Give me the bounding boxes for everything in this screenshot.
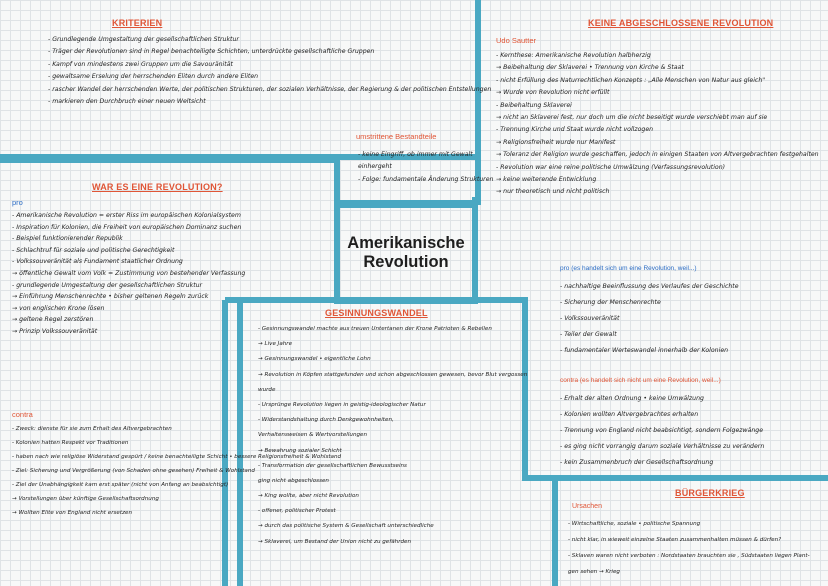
- war-contra-heading: contra: [12, 410, 33, 419]
- list-item: → Revolution in Köpfen stattgefunden und…: [258, 371, 528, 378]
- list-item: → Wollten Elite von England nicht ersetz…: [12, 510, 132, 516]
- list-item: - Trennung von England nicht beabsichtig…: [560, 427, 764, 434]
- list-item: - Beibehaltung Sklaverei: [496, 101, 572, 109]
- list-item: - Revolution war eine reine politische U…: [496, 163, 726, 171]
- list-item: → King wollte, aber nicht Revolution: [258, 493, 359, 500]
- list-item: → durch das politische System & Gesellsc…: [258, 523, 434, 530]
- list-item: gen sehen → Krieg: [568, 569, 620, 575]
- list-item: → Gesinnungswandel • eigentliche Lohn: [258, 356, 371, 363]
- list-item: → von englischen Krone lösen: [12, 304, 105, 312]
- list-item: - offener, politischer Protest: [258, 508, 336, 515]
- list-item: - nicht Erfüllung des Naturrechtlichen K…: [496, 76, 766, 84]
- list-item: - gewaltsame Erselung der herrschenden E…: [48, 73, 259, 81]
- list-item: - haben nach wie religiöse Widerstand ge…: [12, 454, 342, 460]
- keine-pro-list: - nachhaltige Beeinflussung des Verlaufe…: [560, 279, 739, 359]
- list-item: → nicht an Sklaverei fest, nur doch um d…: [496, 113, 768, 121]
- list-item: - Kolonien wollten Altvergebrachtes erha…: [560, 411, 699, 418]
- list-item: - Ziel: Sicherung und Vergrößerung (von …: [12, 468, 255, 474]
- list-item: - grundlegende Umgestaltung der gesellsc…: [12, 281, 203, 289]
- list-item: → Prinzip Volkssouveränität: [12, 327, 98, 335]
- list-item: → Sklaverei, um Bestand der Union nicht …: [258, 538, 412, 545]
- war-pro-list: - Amerikanische Revolution = erster Riss…: [12, 210, 245, 338]
- center-title-line2: Revolution: [363, 252, 449, 271]
- list-item: - Ziel der Unabhängigkeit kam erst späte…: [12, 482, 229, 488]
- gesinnung-list: - Gesinnungswandel machte aus treuen Unt…: [258, 322, 527, 550]
- list-item: - Beispiel funktionierender Republik: [12, 235, 123, 243]
- list-item: - nicht klar, in wieweit einzelne Staate…: [568, 537, 782, 543]
- list-item: - Sicherung der Menschenrechte: [560, 299, 661, 306]
- list-item: - Volkssouveränität als Fundament staatl…: [12, 258, 183, 266]
- list-item: → Beibehaltung der Sklaverei • Trennung …: [496, 64, 684, 72]
- list-item: Verhaltensweisen & Wertvorstellungen: [258, 432, 368, 439]
- keine-contra-list: - Erhalt der alten Ordnung • keine Umwäl…: [560, 391, 764, 471]
- list-item: - kein Zusammenbruch der Gesellschaftsor…: [560, 459, 714, 466]
- list-item: ging nicht abgeschlossen: [258, 477, 329, 484]
- list-item: - Schlachtruf für soziale und politische…: [12, 246, 175, 254]
- list-item: - es ging nicht vorrangig darum soziale …: [560, 443, 765, 450]
- list-item: - Erhalt der alten Ordnung • keine Umwäl…: [560, 395, 704, 402]
- buerger-heading: BÜRGERKRIEG: [675, 488, 745, 498]
- keine-pro-heading: pro (es handelt sich um eine Revolution,…: [560, 265, 697, 272]
- list-item: - Widerstandshaltung durch Denkgewohnhei…: [258, 417, 394, 424]
- list-item: - Teiler der Gewalt: [560, 331, 617, 338]
- list-item: - Kampf von mindestens zwei Gruppen um d…: [48, 60, 233, 68]
- list-item: → Einführung Menschenrechte • bisher gel…: [12, 293, 209, 301]
- keine-list: - Kernthese: Amerikanische Revolution ha…: [496, 50, 819, 199]
- list-item: - nachhaltige Beeinflussung des Verlaufe…: [560, 283, 739, 290]
- list-item: → Toleranz der Religion wurde geschaffen…: [496, 151, 819, 159]
- gesinnung-heading: GESINNUNGSWANDEL: [325, 308, 428, 318]
- kriterien-heading: KRITERIEN: [112, 18, 163, 28]
- list-item: - keine Eingriff, ob immer mit Gewalt: [358, 151, 473, 158]
- list-item: - Volkssouveränität: [560, 315, 620, 322]
- list-item: - Amerikanische Revolution = erster Riss…: [12, 212, 241, 219]
- kriterien-list: - Grundlegende Umgestaltung der gesellsc…: [48, 34, 491, 108]
- list-item: - Träger der Revolutionen sind in Regel …: [48, 48, 375, 56]
- list-item: - markieren den Durchbruch einer neuen W…: [48, 97, 206, 105]
- war-pro-heading: pro: [12, 198, 23, 207]
- list-item: - Kernthese: Amerikanische Revolution ha…: [496, 52, 651, 59]
- center-title: Amerikanische Revolution: [337, 205, 475, 300]
- list-item: → Live Jahre: [258, 341, 293, 348]
- list-item: → öffentliche Gewalt vom Volk = Zustimmu…: [12, 269, 246, 277]
- list-item: - Wirtschaftliche, soziale • politische …: [568, 521, 701, 527]
- keine-heading: KEINE ABGESCHLOSSENE REVOLUTION: [588, 18, 774, 28]
- list-item: - Folge: fundamentale Änderung Strukture…: [358, 175, 494, 183]
- list-item: - Gesinnungswandel machte aus treuen Unt…: [258, 326, 492, 332]
- list-item: einhergeht: [358, 163, 392, 171]
- war-contra-list: - Zweck: dienste für sie zum Erhalt des …: [12, 422, 341, 520]
- list-item: - Sklaven waren nicht verboten : Nordsta…: [568, 553, 810, 559]
- list-item: - Zweck: dienste für sie zum Erhalt des …: [12, 426, 172, 432]
- list-item: → Religionsfreiheit wurde nur Manifest: [496, 138, 616, 146]
- center-title-line1: Amerikanische: [347, 233, 465, 252]
- list-item: - Trennung Kirche und Staat wurde nicht …: [496, 126, 654, 134]
- buerger-subheading: Ursachen: [572, 503, 602, 510]
- list-item: → Wurde von Revolution nicht erfüllt: [496, 89, 610, 97]
- list-item: → geltene Regel zerstören: [12, 316, 94, 324]
- umstrittene-heading: umstrittene Bestandteile: [356, 132, 437, 141]
- war-heading: WAR ES EINE REVOLUTION?: [92, 182, 223, 192]
- list-item: - Transformation der gesellschaftlichen …: [258, 462, 407, 469]
- list-item: - Inspiration für Kolonien, die Freiheit…: [12, 223, 242, 231]
- list-item: - fundamentaler Werteswandel innerhalb d…: [560, 347, 729, 354]
- keine-contra-heading: contra (es handelt sich nicht um eine Re…: [560, 377, 721, 384]
- keine-author: Udo Sautter: [496, 36, 537, 45]
- list-item: → nur theoretisch und nicht politisch: [496, 188, 610, 196]
- list-item: - rascher Wandel der herrschenden Werte,…: [48, 85, 492, 93]
- umstrittene-list: - keine Eingriff, ob immer mit Gewalt ei…: [358, 148, 493, 185]
- buerger-list: - Wirtschaftliche, soziale • politische …: [568, 516, 810, 580]
- list-item: wurde: [258, 386, 276, 393]
- list-item: → keine weiterende Entwicklung: [496, 175, 597, 183]
- list-item: - Ursprünge Revolution liegen in geistig…: [258, 401, 426, 408]
- list-item: → Bewahrung sozialer Schicht: [258, 447, 342, 454]
- list-item: → Vorstellungen über künftige Gesellscha…: [12, 496, 159, 502]
- list-item: - Grundlegende Umgestaltung der gesellsc…: [48, 36, 239, 43]
- list-item: - Kolonien hatten Respekt vor Traditione…: [12, 440, 129, 446]
